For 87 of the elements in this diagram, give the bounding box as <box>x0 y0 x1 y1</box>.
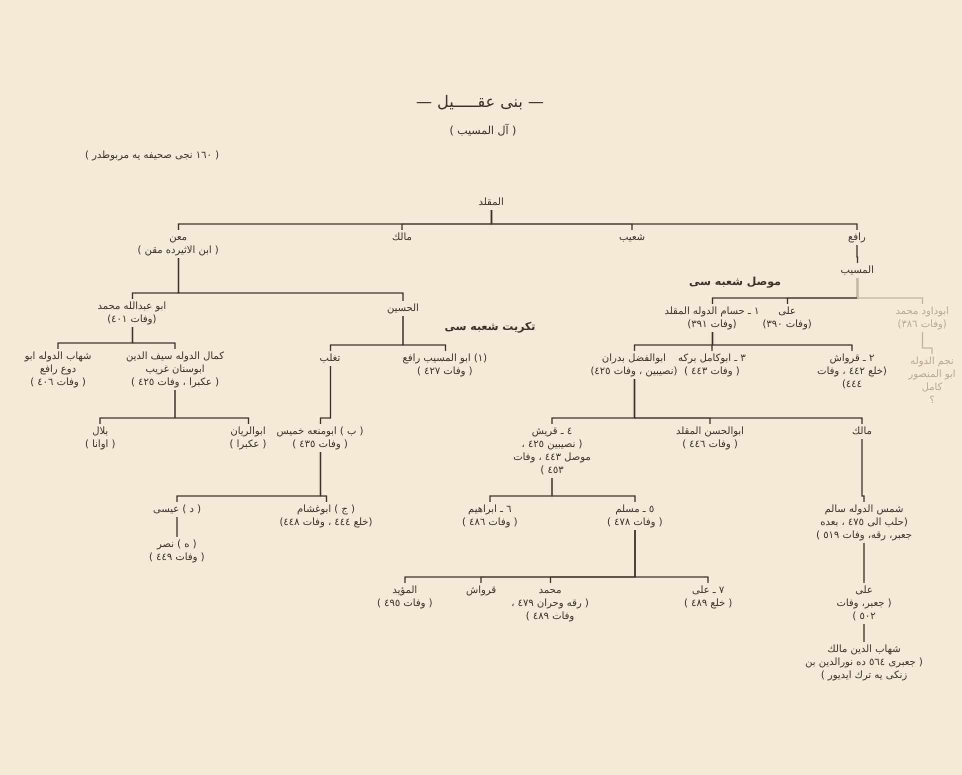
person-name: ابوالفضل بدران <box>600 352 667 365</box>
tree-line <box>856 245 858 263</box>
note-text: (حلب الى ٤٧٥ ، بعده جعبر، رقه، وفات ٥١٩ ) <box>815 516 913 542</box>
person-name: (١) ابو المسيب رافع <box>402 352 488 365</box>
tree-line <box>856 278 924 304</box>
person-name: نجم الدوله ابو المنصور كامل <box>907 355 957 394</box>
note-text: ( نصيبين ٤٢٥ ، موصل ٤٤٣ ، وفات ٤٥٣ ) <box>512 438 592 477</box>
tree-line <box>712 332 853 351</box>
tree-line <box>551 478 636 502</box>
person-name: على <box>854 584 874 597</box>
title: — بنى عقـــــيل — <box>416 92 544 111</box>
person-name: قرواش <box>466 584 496 597</box>
note-text: ( عكبرا ) <box>230 438 266 451</box>
person-name: شهاب الدين مالك <box>826 643 902 656</box>
person-name: مالك <box>852 425 872 438</box>
tree-line <box>863 543 865 583</box>
person-name: ٤ ـ قريش <box>530 425 574 438</box>
person-name: ١ ـ حسام الدوله المقلد <box>664 305 760 318</box>
note-text: ( وفات ٤٨٦ ) <box>462 516 518 529</box>
tree-line <box>634 379 863 424</box>
person-name: كمال الدوله سيف الدين ابوسنان غريب <box>125 350 225 376</box>
person-name: ( ب ) ابومنعه خميس <box>276 425 364 438</box>
note-text: ( وفات ٤٤٣ ) <box>683 365 741 378</box>
person-name: ٦ ـ ابراهيم <box>467 503 513 516</box>
person-name: ابوالريان <box>230 425 266 438</box>
note-text: (وفات ٣٩١) <box>686 318 738 331</box>
person-name: شمس الدوله سالم <box>824 503 904 516</box>
note-text: ( عكبرا ، وفات ٤٢٥ ) <box>130 376 220 389</box>
note-text: ( خلع ٤٨٩ ) <box>684 597 732 610</box>
note-text: ( وفات ٤٧٨ ) <box>607 516 663 529</box>
person-name: على <box>777 305 797 318</box>
person-name: معن <box>168 231 188 244</box>
person-name: ( ه ) نصر <box>156 538 198 551</box>
note-text: ؟ <box>928 394 936 407</box>
person-name: شهاب الدوله ابو دوع رافع <box>23 350 92 376</box>
note-text: ( جعبر، وفات ٥٠٢ ) <box>835 597 893 623</box>
tree-line <box>178 258 404 301</box>
note-text: (خلع ٤٤٤ ، وفات ٤٤٨) <box>280 516 372 529</box>
note-text: ( ١٦٠ نجى صحيفه يه مربوطدر ) <box>85 150 219 161</box>
note-text: ( وفات ٤٠٦ ) <box>29 376 87 389</box>
note-text: (خلع ٤٤٢ ، وفات ٤٤٤) <box>816 365 888 391</box>
note-text: (وفات ٣٨٦) <box>896 318 948 331</box>
note-text: ( ابن الاثيرده مقن ) <box>138 244 219 257</box>
person-name: ٢ ـ قرواش <box>828 352 876 365</box>
note-text: ( اوانا ) <box>85 438 116 451</box>
note-text: ( جعبرى ٥٦٤ ده نورالدين بن زنكى يه ترك ايديور ) <box>804 656 924 682</box>
tree-line <box>132 327 176 349</box>
person-name: ٧ ـ على <box>691 584 726 597</box>
branch-label: تكريت شعبه سى <box>444 320 536 333</box>
person-name: ابوالحسن المقلد <box>676 425 744 438</box>
person-name: تغلب <box>320 352 340 365</box>
person-name: المؤيد <box>391 584 418 597</box>
note-text: ( وفات ٤٣٥ ) <box>291 438 349 451</box>
branch-label: موصل شعبه سى <box>689 275 781 288</box>
note-text: (وفات ٣٩٠) <box>762 318 812 331</box>
note-text: (وفات ٤٠١) <box>106 313 158 326</box>
person-name: محمد <box>538 584 562 597</box>
person-name: المقلد <box>478 196 504 209</box>
note-text: ( وفات ٤٤٦ ) <box>681 438 739 451</box>
person-name: مالك <box>392 231 412 244</box>
tree-line <box>861 439 865 502</box>
person-name: ٥ ـ مسلم <box>614 503 656 516</box>
person-name: رافع <box>848 231 866 244</box>
person-name: شعيب <box>619 231 646 244</box>
person-name: بلال <box>91 425 110 438</box>
note-text: (نصيبين ، وفات ٤٢٥) <box>590 365 678 378</box>
person-name: ( د ) عيسى <box>153 503 202 516</box>
tree-line <box>176 517 178 537</box>
person-name: المسيب <box>840 264 874 277</box>
person-name: ابو عبدالله محمد <box>98 300 166 313</box>
note-text: ( رقه وحران ٤٧٩ ، وفات ٤٨٩ ) <box>510 597 590 623</box>
person-name: ابوداود محمد <box>896 305 949 318</box>
tree-line <box>402 316 446 351</box>
tree-line <box>320 452 328 502</box>
tree-line <box>863 624 865 642</box>
note-text: ( وفات ٤٢٧ ) <box>416 365 474 378</box>
tree-line <box>922 332 933 354</box>
person-name: ( ج ) ابوغشام <box>296 503 356 516</box>
person-name: ٣ ـ ابوكامل بركه <box>678 352 746 365</box>
person-name: الحسين <box>387 302 419 315</box>
tree-line <box>490 210 858 230</box>
subtitle: ( آل المسيب ) <box>450 124 516 137</box>
note-text: ( وفات ٤٩٥ ) <box>377 597 433 610</box>
tree-line <box>634 530 709 583</box>
tree-line <box>320 366 332 424</box>
note-text: ( وفات ٤٤٩ ) <box>149 551 205 564</box>
tree-line <box>174 390 250 424</box>
